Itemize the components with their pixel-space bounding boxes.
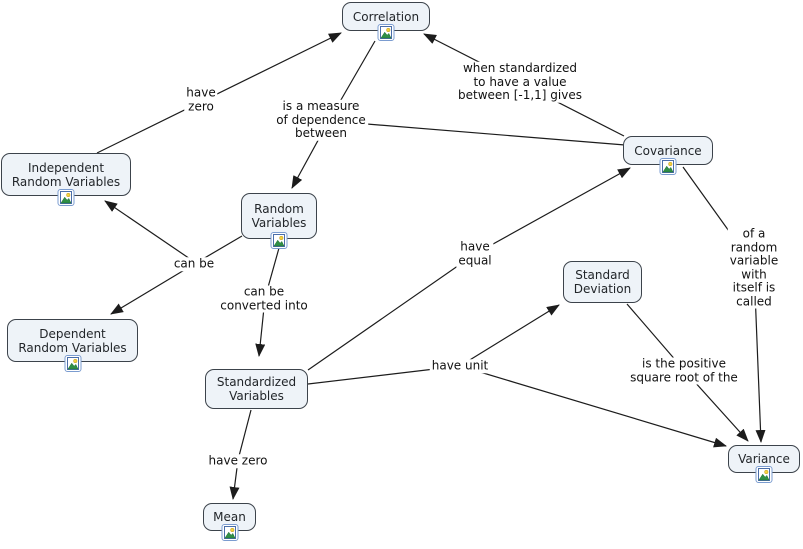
resource-image-icon[interactable]: [57, 189, 75, 206]
concept-node-variance[interactable]: Variance: [728, 445, 800, 483]
linking-phrase-can-be[interactable]: can be: [171, 256, 217, 271]
linking-phrase-is-a-measure[interactable]: is a measure of dependence between: [274, 98, 368, 141]
link-line-can-be-to-dependent: [110, 262, 197, 315]
link-line-is-a-measure-from-covariance: [329, 120, 626, 146]
linking-phrase-itself-is-called[interactable]: of a random variable with itself is call…: [727, 226, 781, 309]
concept-label: Standard Deviation: [573, 268, 632, 296]
concept-label: Standardized Variables: [216, 375, 297, 403]
concept-label: Mean: [213, 510, 246, 524]
concept-node-correlation[interactable]: Correlation: [342, 2, 430, 41]
linking-phrase-square-root[interactable]: is the positive square root of the: [628, 356, 740, 385]
linking-phrase-converted-into[interactable]: can be converted into: [218, 284, 310, 313]
concept-label: Random Variables: [251, 202, 307, 230]
concept-node-random-variables[interactable]: Random Variables: [241, 193, 317, 249]
concept-node-independent-random-variables[interactable]: Independent Random Variables: [1, 153, 131, 206]
linking-phrase-have-zero-top[interactable]: have zero: [184, 85, 218, 114]
resource-image-icon[interactable]: [221, 524, 238, 541]
link-line-can-be-to-independent: [104, 200, 197, 264]
link-line-have-zero-top: [96, 32, 342, 154]
resource-image-icon[interactable]: [270, 232, 288, 249]
linking-phrase-have-unit[interactable]: have unit: [429, 358, 491, 373]
resource-image-icon[interactable]: [755, 466, 773, 483]
linking-phrase-have-equal[interactable]: have equal: [456, 239, 494, 268]
concept-node-standardized-variables[interactable]: Standardized Variables: [205, 369, 308, 409]
linking-phrase-have-zero-bottom[interactable]: have zero: [206, 453, 270, 468]
concept-label: Variance: [738, 452, 790, 466]
concept-node-mean[interactable]: Mean: [203, 503, 256, 541]
resource-image-icon[interactable]: [64, 355, 81, 372]
linking-phrase-when-standardized[interactable]: when standardized to have a value betwee…: [456, 60, 584, 103]
concept-label: Dependent Random Variables: [18, 326, 127, 355]
concept-label: Independent Random Variables: [11, 160, 121, 189]
link-line-have-unit-to-standard-deviation: [459, 304, 560, 367]
resource-image-icon[interactable]: [377, 24, 395, 41]
concept-node-dependent-random-variables[interactable]: Dependent Random Variables: [7, 319, 138, 372]
resource-image-icon[interactable]: [659, 158, 677, 175]
link-line-have-unit-to-variance: [459, 365, 727, 448]
concept-label: Correlation: [352, 9, 420, 24]
concept-label: Covariance: [634, 143, 702, 158]
concept-node-covariance[interactable]: Covariance: [623, 136, 713, 175]
concept-node-standard-deviation[interactable]: Standard Deviation: [563, 261, 642, 303]
